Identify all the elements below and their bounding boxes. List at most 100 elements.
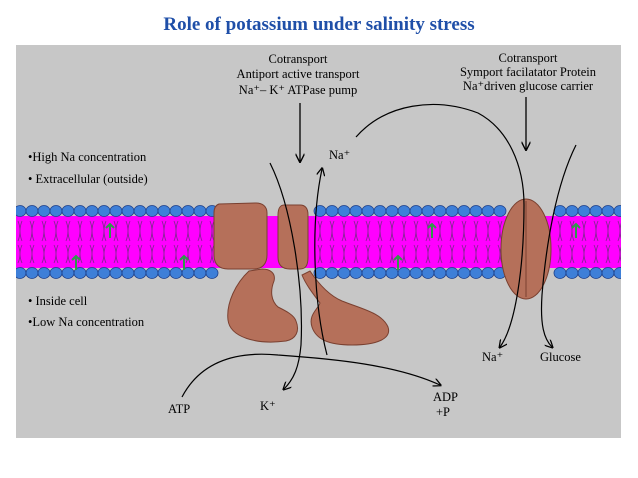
lipid-head <box>577 205 591 217</box>
lipid-head <box>205 267 219 279</box>
lipid-head <box>349 267 363 279</box>
glucose-symport-arrow <box>540 144 577 347</box>
lipid-head <box>481 205 495 217</box>
na-bottom-label: Na⁺ <box>482 350 503 364</box>
atp-to-adp-arrow <box>181 353 440 398</box>
na-symport-arrow <box>355 103 525 347</box>
membrane-diagram: Cotransport Antiport active transport Na… <box>16 51 621 419</box>
lipid-head <box>97 205 111 217</box>
glucose-label: Glucose <box>540 350 581 364</box>
lipid-head <box>589 205 603 217</box>
pump-label-line1: Cotransport <box>268 52 328 66</box>
lipid-head <box>421 267 435 279</box>
lipid-head <box>409 205 423 217</box>
lipid-tail <box>449 220 455 242</box>
lipid-tail <box>161 244 167 264</box>
na-top-label: Na⁺ <box>329 148 350 162</box>
lipid-tail <box>365 220 371 242</box>
lipid-tail <box>65 244 71 264</box>
lipid-tail <box>389 220 395 242</box>
lipid-tail <box>125 220 131 242</box>
carrier-label-line1: Cotransport <box>498 51 558 65</box>
cholesterol-markers <box>71 222 581 270</box>
cholesterol-marker <box>105 222 115 238</box>
lipid-tail <box>161 220 167 242</box>
lipid-head <box>433 205 447 217</box>
lipid-tail <box>605 244 611 264</box>
lipid-head <box>601 267 615 279</box>
lipid-head <box>193 205 207 217</box>
lipid-head <box>613 205 621 217</box>
lipid-head <box>385 205 399 217</box>
lipid-tail <box>485 220 491 242</box>
lipid-tail <box>185 220 191 242</box>
lipid-tail <box>437 220 443 242</box>
outside-label-1: •High Na concentration <box>28 150 147 164</box>
lipid-tail <box>461 244 467 264</box>
lipid-tail <box>149 244 155 264</box>
lipid-tail <box>137 244 143 264</box>
lipid-head <box>337 267 351 279</box>
carrier-label-line2: Symport facilatator Protein <box>460 65 597 79</box>
lipid-tail <box>425 244 431 264</box>
lipid-head <box>409 267 423 279</box>
lipid-head <box>361 205 375 217</box>
lipid-head <box>145 267 159 279</box>
lipid-tail <box>209 220 215 242</box>
lipid-tail <box>377 244 383 264</box>
lipid-head <box>181 205 195 217</box>
lipid-tail <box>137 220 143 242</box>
lipid-head <box>469 205 483 217</box>
lipid-head <box>37 267 51 279</box>
lipid-tail <box>593 244 599 264</box>
lipid-tail <box>65 220 71 242</box>
lipid-tail <box>185 244 191 264</box>
lipid-head <box>565 267 579 279</box>
lipid-head <box>565 205 579 217</box>
lipid-tail <box>17 220 23 242</box>
lipid-head <box>601 205 615 217</box>
lipid-tail <box>197 244 203 264</box>
lipid-tail <box>17 244 23 264</box>
lipid-head <box>373 205 387 217</box>
pump-label-line2: Antiport active transport <box>237 67 360 81</box>
lipid-tail <box>389 244 395 264</box>
lipid-tail <box>341 244 347 264</box>
cholesterol-marker <box>179 254 189 270</box>
lipid-tail <box>317 244 323 264</box>
lipid-head <box>25 267 39 279</box>
lipid-head <box>397 267 411 279</box>
lipid-head <box>589 267 603 279</box>
lipid-tail <box>473 220 479 242</box>
lipid-tail <box>173 244 179 264</box>
lipid-tails <box>17 220 621 264</box>
lipid-head <box>85 205 99 217</box>
lipid-tail <box>605 220 611 242</box>
lipid-tail <box>569 244 575 264</box>
lipid-tail <box>77 220 83 242</box>
lipid-head <box>145 205 159 217</box>
lipid-head <box>157 205 171 217</box>
lipid-head <box>49 205 63 217</box>
page-title: Role of potassium under salinity stress <box>163 14 475 35</box>
lipid-head <box>433 267 447 279</box>
lipid-head <box>481 267 495 279</box>
lipid-tail <box>101 244 107 264</box>
lipid-head <box>73 205 87 217</box>
lipid-tail <box>125 244 131 264</box>
lipid-head <box>325 267 339 279</box>
lipid-tail <box>617 244 621 264</box>
lipid-head <box>385 267 399 279</box>
lipid-tail <box>593 220 599 242</box>
lipid-tail <box>365 244 371 264</box>
lipid-tail <box>89 244 95 264</box>
diagram-panel: Cotransport Antiport active transport Na… <box>16 45 621 438</box>
lipid-head <box>577 267 591 279</box>
inside-label-2: •Low Na concentration <box>28 315 145 329</box>
lipid-tail <box>473 244 479 264</box>
lipid-head <box>61 267 75 279</box>
lipid-tail <box>197 220 203 242</box>
lipid-head <box>49 267 63 279</box>
lipid-head <box>109 267 123 279</box>
lipid-tail <box>209 244 215 264</box>
